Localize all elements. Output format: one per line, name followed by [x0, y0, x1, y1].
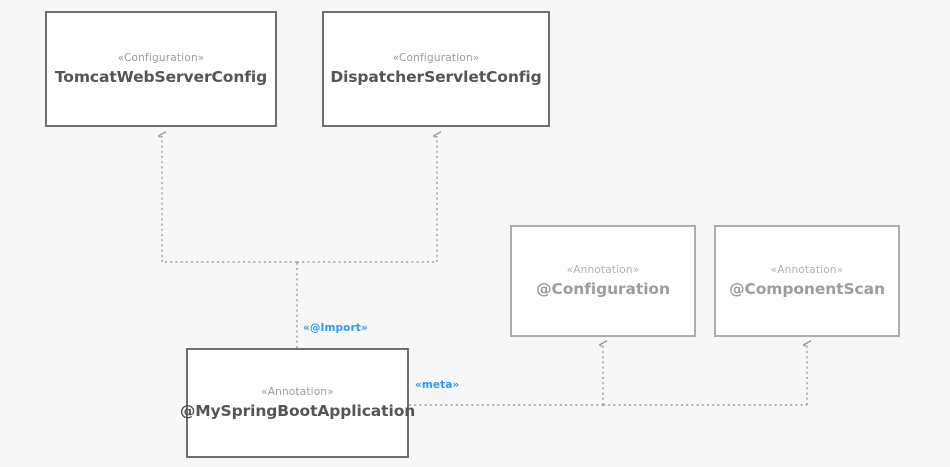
node-title: @MySpringBootApplication: [179, 401, 416, 420]
node-component-scan-annotation[interactable]: «Annotation» @ComponentScan: [714, 225, 900, 337]
node-my-spring-boot-application[interactable]: «Annotation» @MySpringBootApplication: [180, 348, 415, 458]
node-title: @Configuration: [536, 279, 670, 298]
node-stereotype: «Annotation»: [770, 263, 844, 276]
node-dispatcher-servlet-config[interactable]: «Configuration» DispatcherServletConfig: [322, 11, 550, 127]
node-tomcat-web-server-config[interactable]: «Configuration» TomcatWebServerConfig: [45, 11, 277, 127]
edge-label-meta: «meta»: [415, 379, 460, 391]
node-stereotype: «Annotation»: [566, 263, 640, 276]
node-configuration-annotation[interactable]: «Annotation» @Configuration: [510, 225, 696, 337]
edge-label-import: «@Import»: [303, 322, 368, 334]
edge-meta: [409, 345, 807, 406]
node-stereotype: «Configuration»: [117, 51, 205, 64]
node-title: TomcatWebServerConfig: [54, 67, 268, 86]
node-stereotype: «Annotation»: [261, 385, 334, 398]
node-title: DispatcherServletConfig: [330, 67, 542, 86]
edge-import: [162, 136, 437, 348]
node-stereotype: «Configuration»: [392, 51, 480, 64]
node-title: @ComponentScan: [729, 279, 885, 298]
